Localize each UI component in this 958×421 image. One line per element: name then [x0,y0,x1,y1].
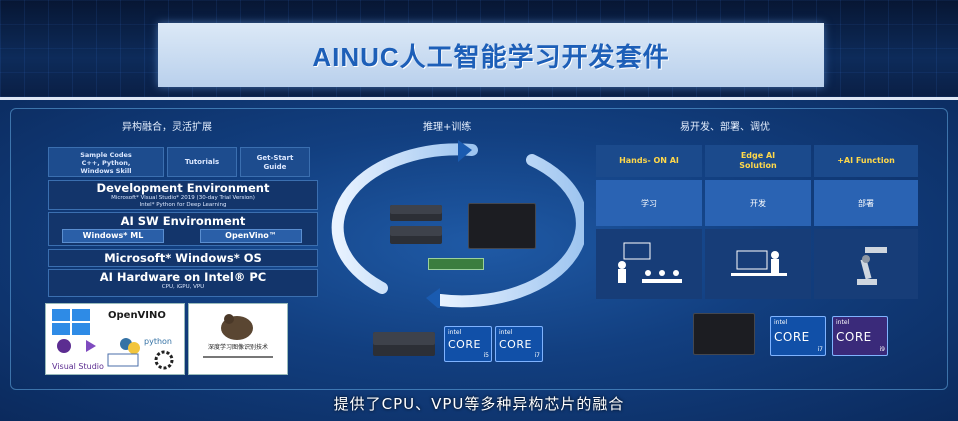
tech-frame [10,108,948,390]
visual-studio-logo-text: Visual Studio [52,362,104,371]
intel-core-chip-i7: intel CORE i7 [495,326,543,362]
sample-codes-box: Sample Codes C++, Python, Windows Skill [48,147,164,177]
dev-env-title: Development Environment [96,181,270,195]
col-mid-learn: 学习 [596,180,702,226]
openvino-pill: OpenVino™ [200,229,302,243]
header-band: AINUC人工智能学习开发套件 [0,0,958,97]
col-head-hands-on-ai: Hands- ON AI [596,145,702,177]
book-cover-art [203,314,273,358]
title-plate: AINUC人工智能学习开发套件 [158,23,824,87]
windows-logo-icon [52,309,90,335]
gpu-enclosure-icon [468,203,536,249]
hw-sub: CPU, iGPU, VPU [161,284,205,290]
intel-core-chip-i9: intel CORE i9 [832,316,888,356]
chip-brand: intel [836,319,850,326]
col-mid-develop: 开发 [705,180,811,226]
hw-title: AI Hardware on Intel® PC [99,270,267,284]
chip-brand: intel [774,319,788,326]
get-start-box: Get-Start Guide [240,147,310,177]
chip-tier: i5 [483,352,489,359]
ai-sw-title: AI SW Environment [120,214,246,228]
slide-body: 异构融合，灵活扩展 Sample Codes C++, Python, Wind… [0,100,958,421]
book-title: 深度学习图像识别技术 [207,344,268,351]
intel-core-chip-i7-right: intel CORE i7 [770,316,826,356]
dev-env-line1: Microsoft* Visual Studio* 2019 (30-day T… [111,195,255,201]
left-section-title: 异构融合，灵活扩展 [122,122,212,133]
cycle-arrows-icon [331,140,584,308]
chip-tier: i7 [817,346,823,353]
dev-env-line2: Intel* Python for Deep Learning [139,202,227,208]
tutorials-label: Tutorials [184,158,220,166]
chip-brand: intel [499,329,513,336]
divider [0,97,958,100]
windows-ml-pill: Windows* ML [62,229,164,243]
video-caption: 提供了CPU、VPU等多种异构芯片的融合 [333,395,625,413]
csharp-logo-icon [57,339,71,353]
chip-core: CORE [448,338,481,351]
col-head-ai-function: +AI Function [814,145,918,177]
chip-brand: intel [448,329,462,336]
chip-core: CORE [836,330,872,344]
vs-logo-icon [86,340,96,352]
col-head-edge-ai: Edge AI Solution [705,145,811,177]
software-logos-card: OpenVINO python Visual Studio [45,303,185,375]
os-title: Microsoft* Windows* OS [104,251,262,265]
nuc-device-3-icon [373,332,435,356]
get-start-label: Get-Start Guide [256,154,294,171]
hw-box: AI Hardware on Intel® PC CPU, iGPU, VPU [48,269,318,297]
nuc-device-2-icon [390,226,442,244]
col-mid-deploy: 部署 [814,180,918,226]
right-section-title: 易开发、部署、调优 [680,122,770,133]
intel-core-chip-i5: intel CORE i5 [444,326,492,362]
nuc-device-1-icon [390,205,442,221]
developer-desk-icon [705,229,811,299]
classroom-icon [596,229,702,299]
chip-core: CORE [774,330,810,344]
center-section-title: 推理+训练 [423,122,472,133]
python-logo-text: python [144,337,172,346]
python-logo-icon [120,338,140,354]
chip-core: CORE [499,338,532,351]
os-box: Microsoft* Windows* OS [48,249,318,267]
openvino-logo-text: OpenVINO [108,310,166,321]
robot-arm-icon [814,229,918,299]
gpu-enclosure-right-icon [693,313,755,355]
vpu-stick-icon [428,258,484,270]
chip-tier: i9 [879,346,885,353]
logos-art [52,309,174,370]
dev-env-box: Development Environment Microsoft* Visua… [48,180,318,210]
chip-tier: i7 [534,352,540,359]
tutorials-box: Tutorials [167,147,237,177]
sample-codes-label: Sample Codes C++, Python, Windows Skill [80,151,132,175]
page-title: AINUC人工智能学习开发套件 [312,41,670,72]
book-card: 深度学习图像识别技术 [188,303,288,375]
gear-icon [154,350,174,370]
chip-board-icon [107,353,139,367]
